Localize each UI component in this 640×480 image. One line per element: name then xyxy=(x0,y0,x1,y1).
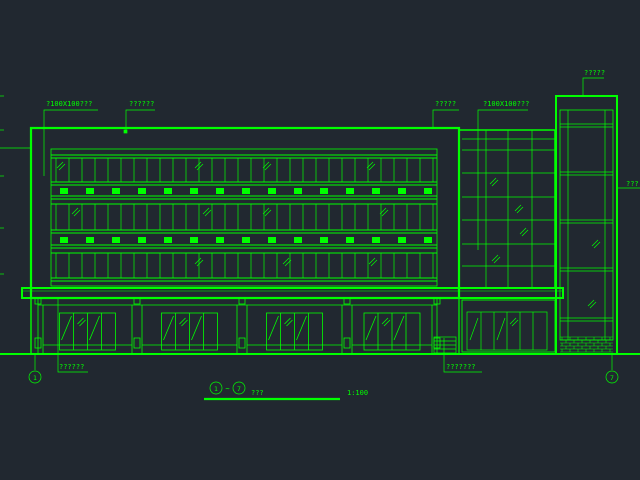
ground-floor xyxy=(30,298,460,353)
label-tower-top: ????? xyxy=(584,69,605,77)
storefront-bays xyxy=(34,297,441,353)
wing-window-grid xyxy=(462,130,555,288)
label-bottom-right: ??????? xyxy=(446,363,476,371)
label-bottom-left: ?????? xyxy=(59,363,84,371)
wing-doors xyxy=(466,311,548,351)
title-axis-start: 1 xyxy=(214,385,218,393)
wing-glass-reflections xyxy=(489,177,529,264)
axis-label-left: 1 xyxy=(33,374,37,382)
title-axis-bubble-start xyxy=(209,381,223,395)
main-block xyxy=(0,126,564,354)
podium-cornice xyxy=(21,287,564,299)
label-top-left-size: ?100X100??? xyxy=(46,100,92,108)
stair-tower xyxy=(555,95,618,355)
window-mullions xyxy=(55,158,434,278)
label-top-left-name: ?????? xyxy=(129,100,154,108)
tower-base-brick xyxy=(560,336,613,353)
annotations xyxy=(0,77,640,401)
title-axis-bubble-end xyxy=(232,381,246,395)
drawing-scale: 1:100 xyxy=(347,389,368,397)
axis-bubble-left xyxy=(28,370,42,384)
label-top-right-name: ????? xyxy=(435,100,456,108)
spandrel-blocks xyxy=(60,188,432,243)
title-axis-separator: ~ xyxy=(225,385,229,393)
curtain-wall-panel xyxy=(50,148,438,287)
title-axis-end: 7 xyxy=(237,385,241,393)
axis-label-right: 7 xyxy=(610,374,614,382)
glass-reflections xyxy=(56,161,389,267)
label-top-right-size: ?100X100??? xyxy=(483,100,529,108)
drawing-title: ??? xyxy=(251,389,264,397)
floor-bands xyxy=(51,154,437,282)
tower-glazing xyxy=(560,110,613,340)
label-right-side: ??? xyxy=(626,180,639,188)
axis-bubble-right xyxy=(605,370,619,384)
